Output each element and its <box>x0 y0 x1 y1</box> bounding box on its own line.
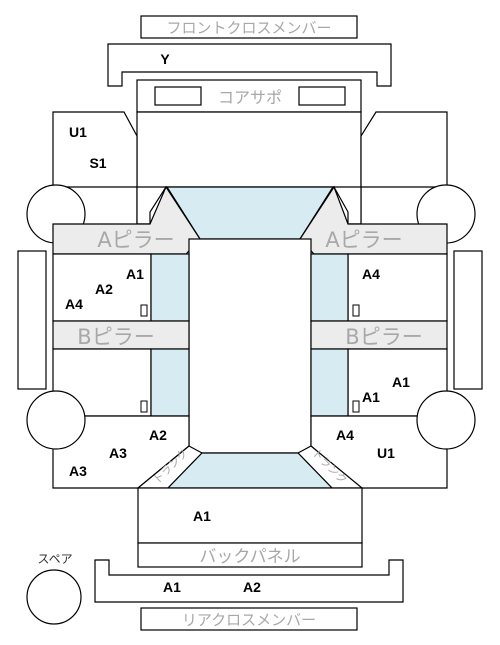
front-right-door-glass[interactable] <box>310 253 349 322</box>
a-pillar-left-label: Aピラー <box>97 228 174 252</box>
front-cross-member[interactable] <box>107 43 392 87</box>
b-pillar-left-label: Bピラー <box>77 325 154 349</box>
right-side-step[interactable] <box>453 250 483 390</box>
front-cross-member-label: フロントクロスメンバー <box>166 19 331 37</box>
b-pillar-right-label: Bピラー <box>345 325 422 349</box>
grade-front-left-s1: S1 <box>89 155 106 171</box>
spare-tire[interactable] <box>26 569 82 625</box>
core-support-headlight-right <box>298 86 346 106</box>
grade-front-door-left-a2: A2 <box>95 281 113 297</box>
back-panel-label: バックパネル <box>199 547 300 567</box>
grade-rear-left-a3: A3 <box>69 463 87 479</box>
roof[interactable] <box>188 238 312 454</box>
grade-rear-cross-a2: A2 <box>243 579 261 595</box>
grade-front-door-left-a1: A1 <box>126 266 144 282</box>
spare-label: スペア <box>37 552 72 566</box>
grade-rear-left-a3-inner: A3 <box>109 445 127 461</box>
front-left-door[interactable] <box>52 253 152 322</box>
back-panel[interactable] <box>137 542 363 568</box>
front-left-door-handle <box>140 304 148 317</box>
grade-rear-right-u1: U1 <box>377 445 395 461</box>
grade-rear-left-a2: A2 <box>149 427 167 443</box>
rear-cross-member-label-box <box>140 607 358 631</box>
rear-right-tire[interactable] <box>416 390 476 450</box>
grade-trunk-a1: A1 <box>193 508 211 524</box>
front-right-door[interactable] <box>347 253 448 322</box>
left-side-step[interactable] <box>17 250 47 390</box>
rear-right-door-glass[interactable] <box>310 348 349 417</box>
front-left-door-glass[interactable] <box>150 253 190 322</box>
trunk-lid[interactable] <box>137 487 363 544</box>
grade-rear-door-right-a1: A1 <box>392 374 410 390</box>
core-support-headlight-left <box>154 86 202 106</box>
grade-front-left-u1: U1 <box>69 124 87 140</box>
rear-cross-member-label: リアクロスメンバー <box>182 611 316 629</box>
rear-cross-member[interactable] <box>94 559 404 603</box>
front-right-door-handle <box>352 304 360 317</box>
core-support-label: コアサポ <box>218 88 282 107</box>
rear-right-door-handle <box>352 400 360 413</box>
grade-rear-cross-a1: A1 <box>163 579 181 595</box>
grade-front-door-left-a4: A4 <box>65 296 83 312</box>
grade-front-cross-y: Y <box>160 51 170 67</box>
grade-front-door-right-a4: A4 <box>362 266 380 282</box>
front-cross-member-label-box <box>140 15 358 39</box>
a-pillar-right-label: Aピラー <box>325 228 402 252</box>
rear-left-tire[interactable] <box>26 390 86 450</box>
grade-rear-door-right-a1-2: A1 <box>362 389 380 405</box>
rear-left-door-handle <box>140 400 148 413</box>
grade-rear-right-a4: A4 <box>336 427 354 443</box>
rear-left-door-glass[interactable] <box>150 348 190 417</box>
